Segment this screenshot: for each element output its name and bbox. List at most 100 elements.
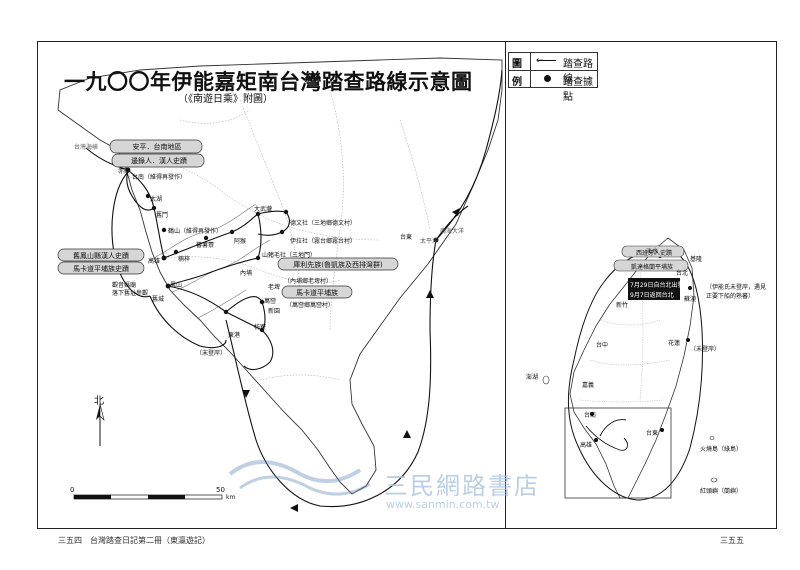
legend-row-route: 圖 ← 踏查路線 (508, 52, 598, 85)
point-tainan (125, 167, 131, 173)
arrow-southtip (290, 504, 298, 512)
point-taitung (433, 237, 439, 243)
main-map (57, 57, 503, 512)
place-chikan: 赤嵌 (118, 168, 131, 175)
sea-south: 南海大洋 (440, 228, 465, 235)
inset-place-suao: 蘇澳 (684, 296, 697, 303)
label-kulisian: 庫利先族(魯凱族及西排灣群) (293, 261, 383, 269)
inset-place-chiayi: 嘉義 (582, 382, 595, 389)
arrow-north-east (426, 290, 434, 298)
watermark-name: 三民網路書店 (384, 472, 540, 500)
island-penghu (542, 375, 550, 385)
inset-label-ketagalan: 凱達格蘭平埔族 (630, 264, 673, 271)
place-fanshu: 蕃薯藔 (196, 242, 215, 249)
legend-route-line (538, 60, 556, 61)
point-donggang (223, 309, 229, 315)
inset-place-tainan: 台南 (584, 412, 597, 419)
boxed-label-boxes (57, 139, 399, 299)
point-heshan (161, 227, 167, 233)
page-frame (37, 41, 777, 529)
legend-arrow-icon: ← (536, 56, 544, 66)
scale-zero: 0 (70, 486, 75, 494)
watermark-logo (228, 460, 371, 496)
map-subtitle: （《南遊日乘》附圖） (178, 94, 273, 105)
point-sandimen (255, 211, 261, 217)
inset-focus-box (564, 407, 672, 499)
place-donggang: 東港 (228, 332, 241, 339)
place-kaohsiung: 高雄 (148, 258, 161, 265)
point-fangliao (259, 327, 265, 333)
inset-route-south2 (599, 419, 627, 437)
inset-map (542, 237, 718, 501)
route-fangliao (243, 329, 274, 371)
inset-place-keelung: 基隆 (690, 256, 703, 263)
place-xinyuan: 新園 (268, 308, 281, 315)
place-fangliao: 枋寮 (254, 324, 267, 331)
legend-point-label: 踏查據點 (563, 77, 593, 103)
sea-pacific: 太平洋 (420, 238, 439, 245)
scale-max: 50 (216, 486, 225, 494)
inset-place-penghu: 澎湖 (526, 374, 539, 381)
label-anping: 安平．台南地區 (132, 143, 182, 151)
place-wanluan-village: （萬巒鄉萬巒村） (286, 302, 335, 309)
watermark-url: www.sanmin.com.tw (386, 498, 500, 511)
place-laopi-village: （內埔鄉老埤村） (284, 278, 333, 285)
map-title: 一九〇〇年伊能嘉矩南台灣踏查路線示意圖 (64, 69, 473, 94)
place-ruins-visit: 落下舊址參觀 (112, 290, 149, 297)
place-ahou: 阿猴 (234, 238, 247, 245)
inset-point-suao (688, 286, 692, 290)
island-ludao (709, 436, 715, 440)
inset-box-ketagalan (613, 259, 689, 272)
inset-place-taipei: 台北 (676, 270, 689, 277)
arrow-east (403, 430, 411, 438)
scale-unit: km (226, 494, 236, 501)
place-guanyin: 觀音媽廟 (112, 282, 137, 289)
inset-label-spanish: 西班牙人史蹟 (635, 250, 672, 257)
route-arrows (242, 208, 460, 512)
inset-place-not-landed: （未登岸） (690, 346, 721, 353)
inset-place-ludao: 火燒島（綠島） (700, 446, 743, 453)
point-nanzi (173, 249, 179, 255)
place-heshan: 鶴山（維得再發作） (168, 228, 223, 235)
inset-dark-line-1: 7月29日自台北出發 (630, 282, 684, 289)
label-bianlu: 邊錄人．漢人史蹟 (131, 157, 187, 165)
label-makatao-history: 馬卡道平埔族史蹟 (73, 265, 129, 273)
inset-point-hualien (686, 338, 690, 342)
point-fanshu (203, 235, 209, 241)
legend-label-top: 圖 (512, 59, 522, 70)
legend-frame (508, 52, 598, 88)
inset-route-south (585, 425, 628, 451)
inset-place-kaohsiung: 高雄 (580, 442, 593, 449)
inset-place-danshui: 淡水 (646, 248, 659, 255)
inset-place-hsinchu: 新竹 (616, 302, 629, 309)
arrow-east-coast (452, 208, 460, 216)
inset-dark-line-2: 9月7日返回台北 (630, 292, 674, 299)
main-landmass (57, 57, 503, 495)
point-fengshan (165, 283, 171, 289)
legend-divider (530, 52, 531, 88)
place-dewen: 德文社（三地鄉德文村） (290, 220, 357, 227)
island-lanyu (710, 477, 718, 483)
north-label: 北 (94, 396, 104, 407)
place-laopi: 老埤 (268, 284, 281, 291)
route-east-return (435, 69, 503, 241)
route-north-sea (85, 147, 129, 171)
legend-label-bottom: 例 (512, 77, 522, 88)
place-taitung: 台東 (400, 234, 413, 241)
place-sandimen: 山豬毛社（三地門） (262, 252, 317, 259)
inset-point-kaohsiung (594, 438, 598, 442)
inset-place-taitung: 台東 (646, 430, 659, 437)
place-jiudou: 舊鬥 (156, 212, 169, 219)
inset-route (567, 248, 703, 501)
north-arrow (96, 403, 105, 446)
inset-dark-box (628, 278, 680, 300)
place-jiucheng: 舊城 (152, 296, 165, 303)
legend-route-label: 踏查路線 (563, 59, 593, 85)
place-fengshan: 鳳山 (170, 282, 183, 289)
point-taihu (145, 193, 151, 199)
inset-place-note: （伊能氏未登岸，遇見正要下船的熟蕃） (706, 284, 767, 300)
place-dawulong: 大武壠 (254, 206, 273, 213)
point-dewen (283, 209, 289, 215)
place-yila: 伊拉社（霧台鄉霧台村） (290, 238, 357, 245)
